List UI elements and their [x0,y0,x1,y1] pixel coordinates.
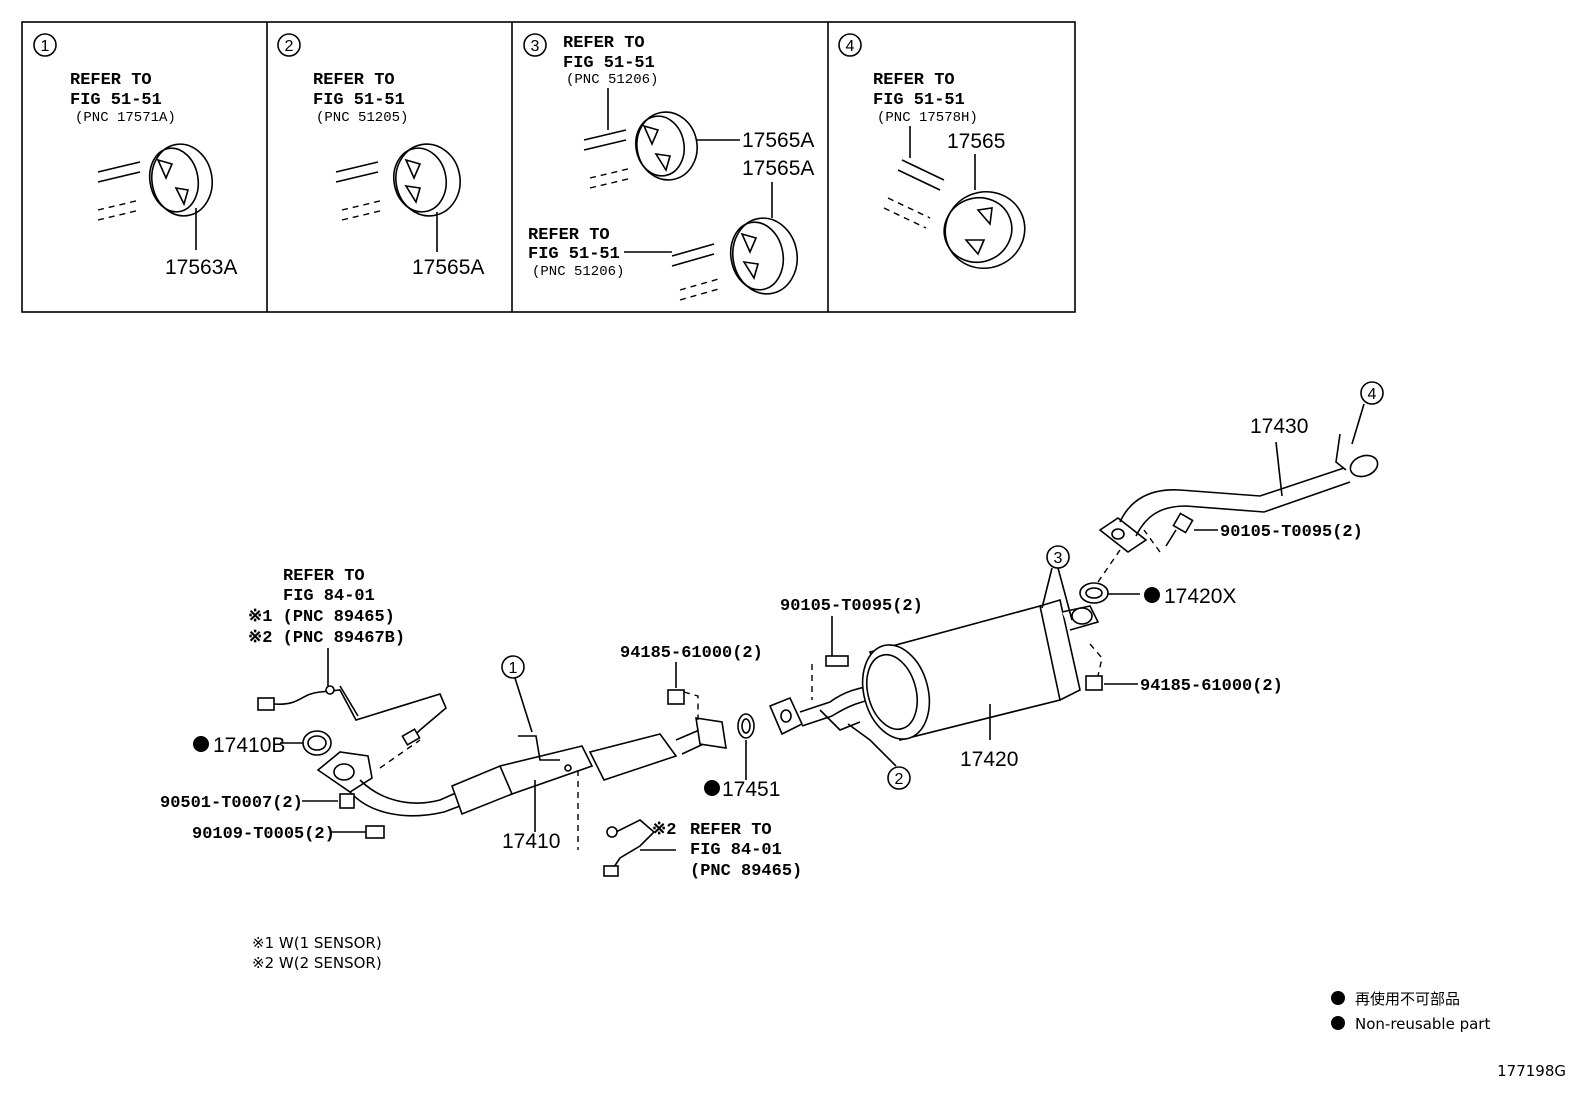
callout-circle [1046,545,1070,569]
part-number: 17565A [412,256,484,279]
part-number: 90105-T0095(2) [1220,523,1363,542]
refer-label: REFER TO [563,34,645,53]
panel-number-circle [838,33,862,57]
fig-label: FIG 84-01 [690,841,782,860]
fig-label: FIG 51-51 [563,54,655,73]
figure-id: 177198G [1497,1062,1566,1080]
footnotes: ※1 W(1 SENSOR) ※2 W(2 SENSOR) [252,934,382,972]
panel-number: 3 [531,38,540,55]
fig-label: FIG 51-51 [313,91,405,110]
gasket-17451: 17451 [704,713,780,801]
panel-3: 3 REFER TO FIG 51-51 (PNC 51206) 17565A … [523,33,814,301]
part-number: 17563A [165,256,237,279]
part-number: 17565 [947,130,1005,153]
non-reusable-dot [193,736,209,752]
stud-90501: 90501-T0007(2) [160,793,355,813]
panel-number-circle [33,33,57,57]
fig-label: FIG 51-51 [70,91,162,110]
callout-number: 3 [1054,550,1063,567]
rubber-hanger [392,143,461,217]
callout-number: 4 [1368,386,1377,403]
hanger-pipes [883,159,945,229]
panel-frame [21,21,1076,313]
nut-94185-rear: 94185-61000(2) [1085,643,1283,696]
gasket-17420x: 17420X [1079,549,1236,608]
part-number: 17410 [502,830,560,853]
oxygen-sensor-front [257,685,447,746]
part-number: 90105-T0095(2) [780,597,923,616]
front-pipe-17410: 17410 1 [316,655,727,853]
fig-label: FIG 84-01 [283,587,375,606]
callout-number: 1 [509,660,518,677]
pnc-label: (PNC 51205) [316,110,408,126]
callout-circle [1360,381,1384,405]
tail-pipe-17430: 17430 4 [1098,381,1384,553]
non-reusable-dot [704,780,720,796]
refer-label: REFER TO [690,821,772,840]
part-number: 90501-T0007(2) [160,794,303,813]
pnc-line-1: ※1 (PNC 89465) [248,608,395,627]
refer-label: REFER TO [70,71,152,90]
non-reusable-dot [1144,587,1160,603]
pnc-label-2: (PNC 51206) [532,264,624,280]
part-number: 17410B [213,734,285,757]
hanger-pipes [97,161,141,221]
refer-label: REFER TO [283,567,365,586]
sensor-mark: ※2 [652,821,676,840]
panel-number-circle [277,33,301,57]
refer-label-2: REFER TO [528,226,610,245]
part-number: 17420X [1164,585,1236,608]
part-number: 94185-61000(2) [620,644,763,663]
pnc-label: (PNC 17571A) [75,110,176,126]
part-number: 17451 [722,778,780,801]
rubber-hanger-lower [729,217,798,295]
panel-number: 4 [846,38,855,55]
hanger-pipes-upper [583,129,633,189]
legend-dot [1331,1016,1345,1030]
legend: 再使用不可部品 Non-reusable part [1331,990,1490,1033]
rubber-hanger [943,190,1026,270]
refer-label: REFER TO [873,71,955,90]
rubber-hanger [148,143,213,217]
part-number: 90109-T0005(2) [192,825,335,844]
hanger-pipes [335,161,385,221]
pnc-line-2: ※2 (PNC 89467B) [248,629,405,648]
part-number: 94185-61000(2) [1140,677,1283,696]
part-number: 17420 [960,748,1018,771]
panel-4: 4 REFER TO FIG 51-51 (PNC 17578H) 17565 [838,33,1026,270]
refer-label: REFER TO [313,71,395,90]
nut-94185-front: 94185-61000(2) [620,644,763,720]
pnc-label: (PNC 89465) [690,862,802,881]
panel-number: 1 [41,38,50,55]
hanger-pipes-lower [671,243,723,301]
sensor-reference: REFER TO FIG 84-01 ※1 (PNC 89465) ※2 (PN… [248,567,405,686]
legend-jp: 再使用不可部品 [1355,990,1460,1008]
gasket-17410b: 17410B [193,730,332,757]
panel-number-circle [523,33,547,57]
footnote-2: ※2 W(2 SENSOR) [252,954,382,972]
bolt-90105-rear: 90105-T0095(2) [1143,512,1363,553]
bolt-90109: 90109-T0005(2) [192,825,385,844]
fig-label-2: FIG 51-51 [528,245,620,264]
rubber-hanger-upper [634,111,698,181]
part-number: 17430 [1250,415,1308,438]
pnc-label: (PNC 51206) [566,72,658,88]
callout-circle [887,766,911,790]
bolt-90105-middle: 90105-T0095(2) [780,597,923,700]
legend-en: Non-reusable part [1355,1015,1490,1033]
pnc-label: (PNC 17578H) [877,110,978,126]
panel-2: 2 REFER TO FIG 51-51 (PNC 51205) 17565A [277,33,484,279]
panel-1: 1 REFER TO FIG 51-51 (PNC 17571A) 17563A [33,33,237,279]
callout-circle [501,655,525,679]
part-number: 17565A [742,129,814,152]
center-muffler-17420: 17420 2 3 [768,545,1100,790]
callout-number: 2 [895,771,904,788]
footnote-1: ※1 W(1 SENSOR) [252,934,382,952]
panel-number: 2 [285,38,294,55]
part-number-2: 17565A [742,157,814,180]
legend-dot [1331,991,1345,1005]
fig-label: FIG 51-51 [873,91,965,110]
oxygen-sensor-rear: ※2 REFER TO FIG 84-01 (PNC 89465) [603,819,802,881]
